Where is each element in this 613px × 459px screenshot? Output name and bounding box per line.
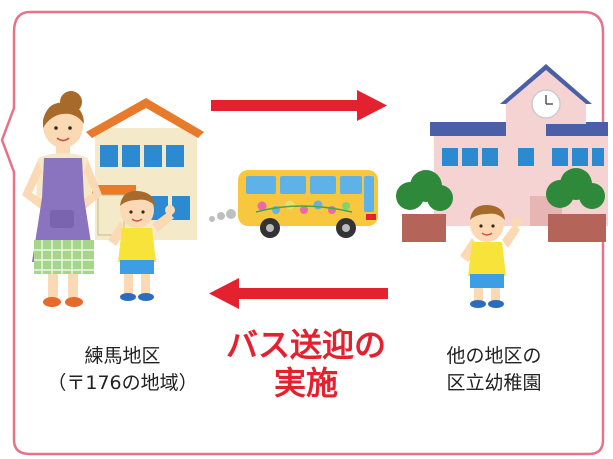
- mother-illustration: [22, 91, 102, 307]
- school-bus-illustration: [209, 170, 378, 238]
- child-illustration: [460, 204, 522, 308]
- origin-postal-area: （〒176の地域）: [47, 372, 198, 394]
- origin-area-name: 練馬地区: [84, 345, 161, 367]
- destination-label: 他の地区の 区立幼稚園: [404, 343, 584, 397]
- caption-line-2: 実施: [273, 364, 338, 402]
- arrow-left-icon: [209, 278, 388, 309]
- kindergarten-illustration: [396, 64, 608, 242]
- arrow-right-icon: [211, 90, 387, 121]
- child-illustration: [108, 190, 175, 301]
- origin-label: 練馬地区 （〒176の地域）: [30, 343, 215, 397]
- caption-line-1: バス送迎の: [225, 326, 386, 364]
- destination-line-1: 他の地区の: [446, 345, 542, 367]
- bus-service-caption: バス送迎の 実施: [196, 326, 416, 402]
- destination-line-2: 区立幼稚園: [446, 372, 542, 394]
